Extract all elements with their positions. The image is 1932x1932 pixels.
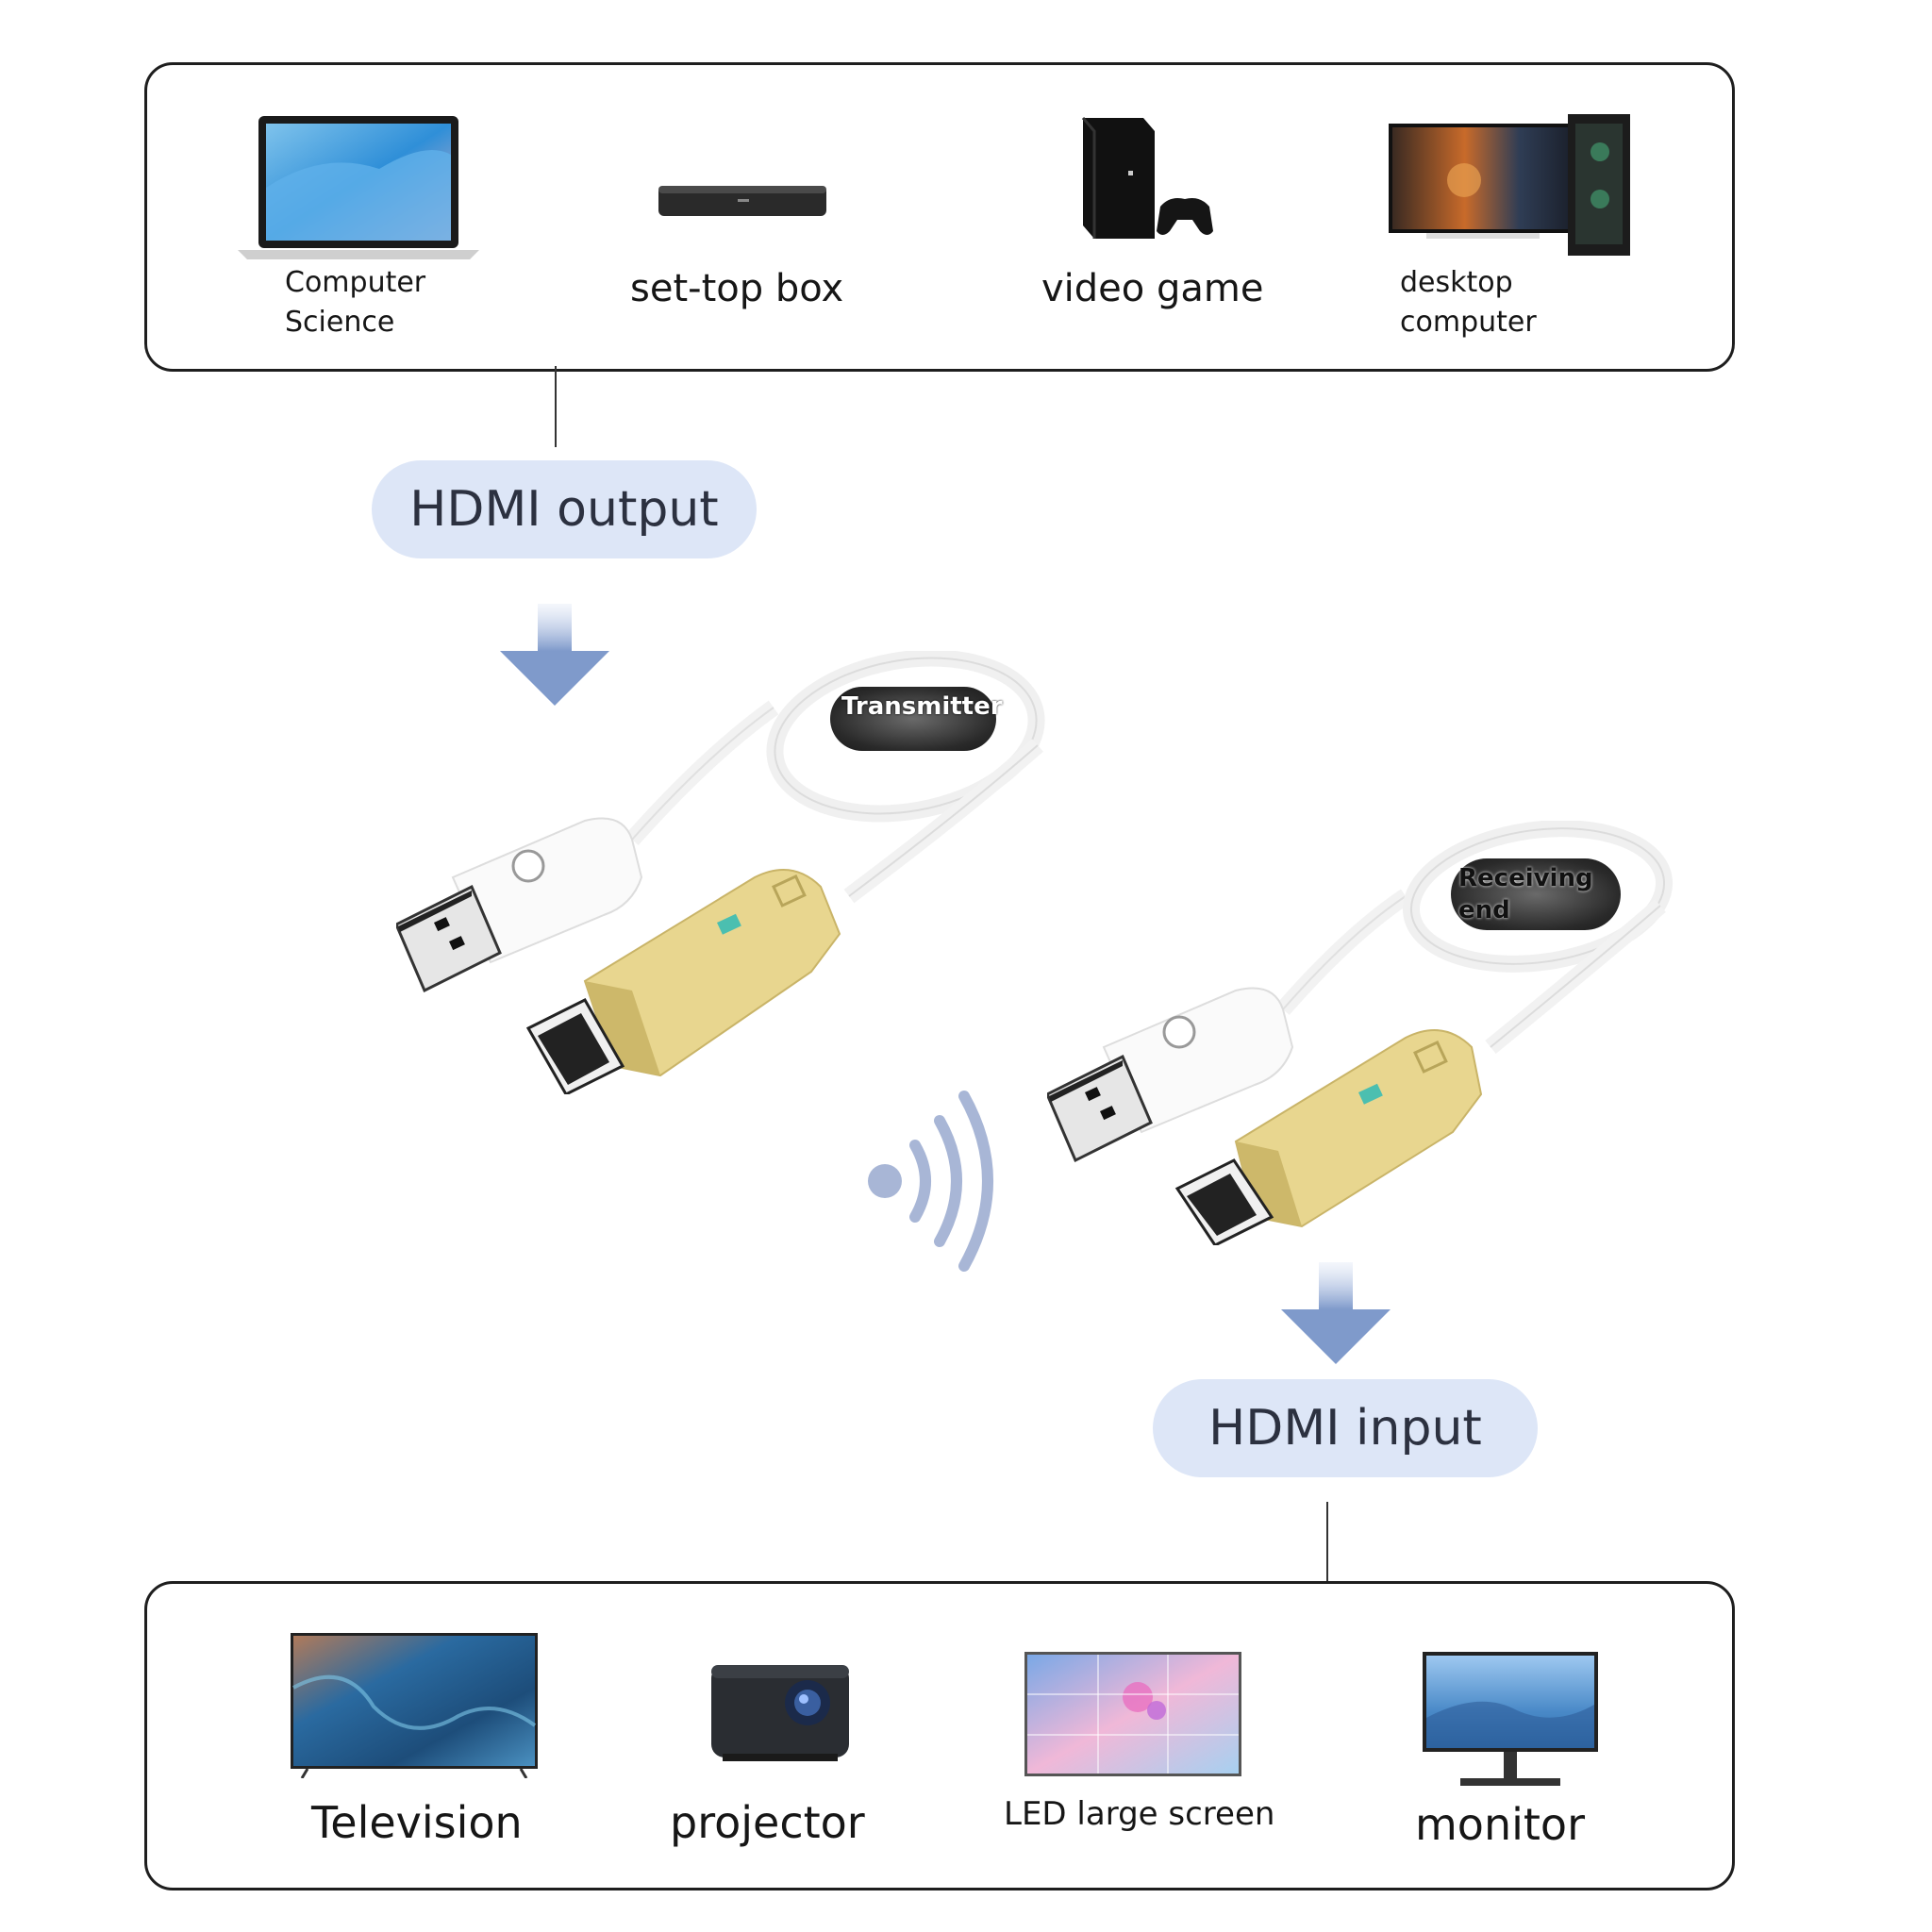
transmitter-dongle <box>394 649 1057 1098</box>
hdmi-input-label: HDMI input <box>1153 1379 1538 1477</box>
source-label-desktop-computer: desktop computer <box>1400 266 1537 339</box>
set-top-box-icon <box>657 180 828 222</box>
transmitter-tag: Transmitter <box>830 687 1003 751</box>
display-devices-panel: Television projector <box>144 1581 1735 1890</box>
receiver-dongle <box>1045 820 1679 1249</box>
game-console-icon <box>1075 114 1217 242</box>
arrow-down-icon <box>1279 1262 1392 1370</box>
desktop-computer-icon <box>1389 114 1636 256</box>
wireless-signal-icon <box>857 1087 1008 1275</box>
laptop-icon <box>238 112 479 263</box>
arrow-down-icon <box>498 604 611 711</box>
source-label-video-game: video game <box>1041 267 1264 310</box>
television-icon <box>289 1631 540 1778</box>
display-label-television: Television <box>311 1797 523 1848</box>
source-devices-panel: Computer Science set-top box video game <box>144 62 1735 372</box>
monitor-icon <box>1423 1652 1598 1790</box>
display-label-led-screen: LED large screen <box>1004 1795 1275 1833</box>
hdmi-output-label: HDMI output <box>372 460 757 558</box>
connector-line-bottom <box>1326 1502 1328 1581</box>
connector-line-top <box>555 366 557 447</box>
source-label-computer: Computer Science <box>285 266 426 339</box>
source-label-set-top-box: set-top box <box>630 267 844 310</box>
display-label-monitor: monitor <box>1415 1799 1585 1850</box>
led-screen-icon <box>1024 1652 1241 1776</box>
display-label-projector: projector <box>670 1797 865 1848</box>
receiving-end-tag: Receiving end <box>1451 858 1621 930</box>
projector-icon <box>709 1659 851 1763</box>
